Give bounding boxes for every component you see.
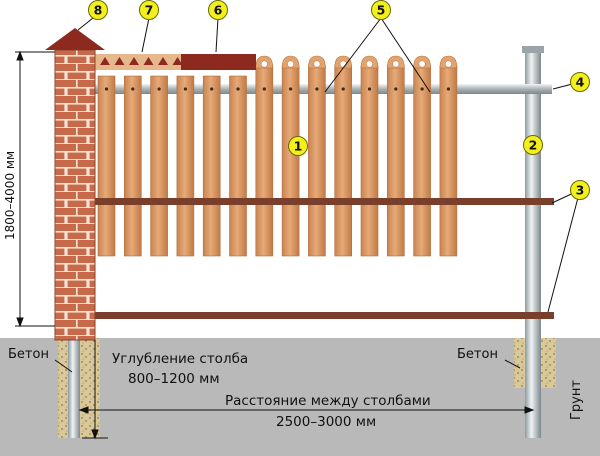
trim-ornament [129,57,139,65]
decorative-top-trim [95,54,185,70]
picket [413,55,431,317]
metal-post [525,50,541,438]
callout-number: 5 [377,3,386,18]
flat-top-trim [181,54,256,70]
trim-ornament [158,57,168,65]
callout-2: 2 [523,135,543,155]
spacing-value: 2500–3000 мм [276,414,376,430]
picket [360,55,379,317]
beton-left-label: Бетон [8,347,49,362]
callout-3: 3 [570,180,590,200]
height-dimension [15,50,55,328]
picket [334,55,353,317]
depth-title: Углубление столба [112,351,248,367]
left-post-pipe [68,330,80,438]
callout-5: 5 [371,0,391,20]
leader-lines [77,17,581,313]
callout-7: 7 [139,0,159,20]
metal-post-cap [522,46,544,53]
callout-number: 7 [145,3,154,18]
middle-rail [92,198,554,205]
picket [150,75,168,317]
pickets [97,55,458,317]
picket [202,75,221,317]
ground-label: Грунт [569,380,584,420]
callout-number: 2 [529,138,538,153]
picket [124,75,142,317]
bottom-rail [92,312,554,319]
trim-ornament [114,57,125,65]
picket [97,75,116,317]
callout-number: 3 [576,183,585,198]
picket [308,55,326,317]
callout-6: 6 [208,0,228,20]
callout-number: 1 [294,139,303,154]
picket [255,55,274,317]
callout-4: 4 [570,72,590,92]
spacing-title: Расстояние между столбами [225,393,431,409]
trim-ornament [143,57,154,65]
trim-ornament [100,57,110,65]
picket [176,75,195,317]
trim-ornament [172,57,183,65]
callout-1: 1 [288,136,308,156]
picket [439,55,458,317]
callout-number: 6 [214,3,223,18]
callout-8: 8 [88,0,108,20]
callout-number: 8 [94,3,103,18]
picket [386,55,405,317]
picket [281,55,300,317]
height-label: 1800–4000 мм [3,151,17,240]
dimension-lines [54,340,535,440]
pillar-cap [45,28,105,50]
brick-pillar [54,49,96,341]
picket [229,75,247,317]
callout-badges: 1 2 3 4 5 6 7 8 [88,0,590,200]
beton-right-label: Бетон [457,347,498,362]
depth-value: 800–1200 мм [128,371,220,387]
callout-number: 4 [576,75,585,90]
